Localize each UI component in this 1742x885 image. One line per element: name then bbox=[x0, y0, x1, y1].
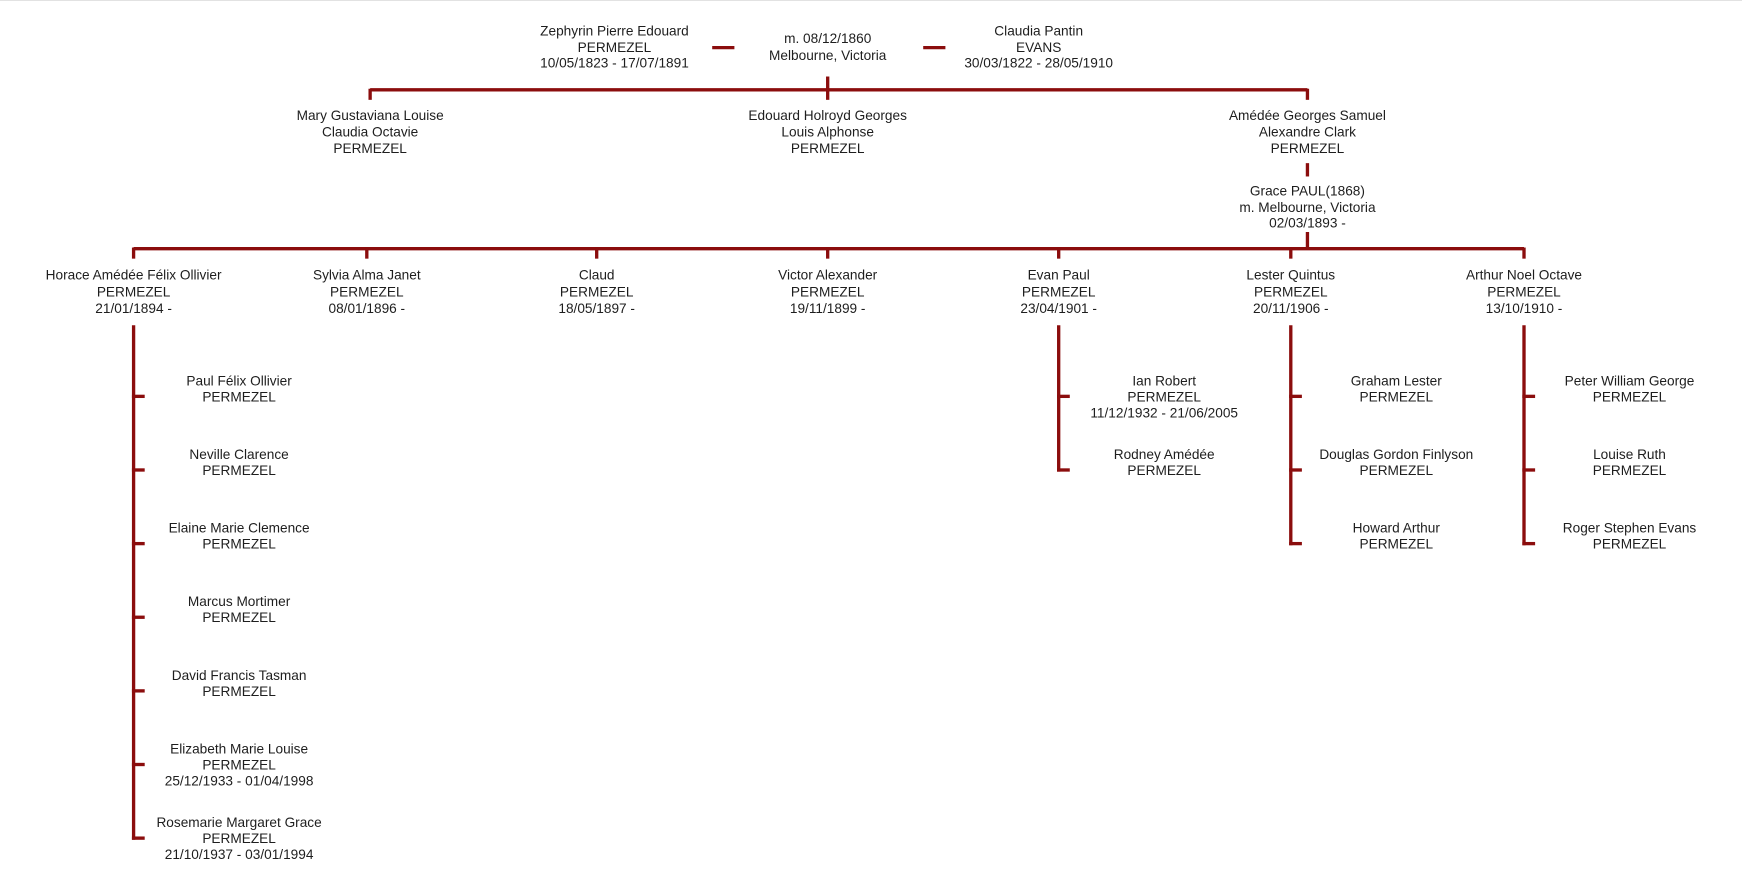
grandchild-name[interactable]: Sylvia Alma Janet bbox=[313, 268, 421, 283]
grandchild-surname: PERMEZEL bbox=[1487, 284, 1561, 299]
great-grandchild-name[interactable]: Paul Félix Ollivier bbox=[186, 373, 292, 388]
wife-surname: EVANS bbox=[1016, 40, 1061, 55]
husband-dates: 10/05/1823 - 17/07/1891 bbox=[540, 56, 689, 71]
grandchild-surname: PERMEZEL bbox=[1022, 284, 1096, 299]
husband-surname: PERMEZEL bbox=[578, 40, 652, 55]
child-name[interactable]: Mary Gustaviana Louise bbox=[297, 108, 444, 123]
grandchild-surname: PERMEZEL bbox=[97, 284, 171, 299]
great-grandchild-surname: PERMEZEL bbox=[202, 684, 276, 699]
child-name: Claudia Octavie bbox=[322, 124, 418, 139]
grandchild-surname: PERMEZEL bbox=[1254, 284, 1328, 299]
spouse-marriage-date: 02/03/1893 - bbox=[1269, 216, 1346, 231]
great-grandchild-surname: PERMEZEL bbox=[1360, 537, 1434, 552]
child-name: Alexandre Clark bbox=[1259, 124, 1356, 139]
great-grandchild-name[interactable]: Louise Ruth bbox=[1593, 447, 1666, 462]
grandchild-name[interactable]: Horace Amédée Félix Ollivier bbox=[46, 268, 222, 283]
grandchild-dates: 18/05/1897 - bbox=[558, 301, 635, 316]
great-grandchild-name[interactable]: Graham Lester bbox=[1351, 373, 1442, 388]
great-grandchild-name[interactable]: Rodney Amédée bbox=[1114, 447, 1215, 462]
great-grandchild-name[interactable]: Elizabeth Marie Louise bbox=[170, 741, 308, 756]
child-surname: PERMEZEL bbox=[333, 141, 407, 156]
child-name[interactable]: Edouard Holroyd Georges bbox=[748, 108, 907, 123]
children: Mary Gustaviana Louise Claudia Octavie P… bbox=[297, 108, 1386, 156]
great-grandchild-name[interactable]: Peter William George bbox=[1565, 373, 1695, 388]
grandchild-dates: 23/04/1901 - bbox=[1020, 301, 1097, 316]
great-grandchild-name[interactable]: Neville Clarence bbox=[189, 447, 288, 462]
great-grandchild-name[interactable]: David Francis Tasman bbox=[172, 668, 307, 683]
great-grandchild-surname: PERMEZEL bbox=[1593, 389, 1667, 404]
great-grandchild-surname: PERMEZEL bbox=[1593, 537, 1667, 552]
great-grandchild-name[interactable]: Rosemarie Margaret Grace bbox=[156, 815, 321, 830]
great-grandchild-surname: PERMEZEL bbox=[1593, 463, 1667, 478]
great-grandchild-name[interactable]: Elaine Marie Clemence bbox=[169, 521, 310, 536]
great-grandchild-name[interactable]: Ian Robert bbox=[1132, 373, 1196, 388]
grandchild-name[interactable]: Arthur Noel Octave bbox=[1466, 268, 1582, 283]
marriage-place: Melbourne, Victoria bbox=[769, 48, 887, 63]
grandchild-dates: 20/11/1906 - bbox=[1253, 301, 1329, 316]
great-grandchild-name[interactable]: Roger Stephen Evans bbox=[1563, 521, 1697, 536]
wife-name[interactable]: Claudia Pantin bbox=[994, 23, 1083, 38]
child-surname: PERMEZEL bbox=[1271, 141, 1345, 156]
grandchildren: Horace Amédée Félix OllivierPERMEZEL21/0… bbox=[46, 247, 1697, 862]
grandchild-surname: PERMEZEL bbox=[560, 284, 634, 299]
great-grandchild-surname: PERMEZEL bbox=[1360, 463, 1434, 478]
grandchild-name[interactable]: Claud bbox=[579, 268, 615, 283]
great-grandchild-surname: PERMEZEL bbox=[202, 463, 276, 478]
grandchild-dates: 08/01/1896 - bbox=[329, 301, 406, 316]
great-grandchild-surname: PERMEZEL bbox=[1127, 389, 1201, 404]
grandchild-name[interactable]: Lester Quintus bbox=[1246, 268, 1335, 283]
great-grandchild-surname: PERMEZEL bbox=[202, 610, 276, 625]
child-name[interactable]: Amédée Georges Samuel bbox=[1229, 108, 1386, 123]
great-grandchild-surname: PERMEZEL bbox=[202, 537, 276, 552]
great-grandchild-dates: 21/10/1937 - 03/01/1994 bbox=[165, 847, 314, 862]
root-couple: Zephyrin Pierre Edouard PERMEZEL 10/05/1… bbox=[540, 23, 1113, 70]
grandchild-surname: PERMEZEL bbox=[330, 284, 404, 299]
spouse-marriage-place: m. Melbourne, Victoria bbox=[1239, 200, 1376, 215]
great-grandchild-name[interactable]: Douglas Gordon Finlyson bbox=[1319, 447, 1473, 462]
husband-name[interactable]: Zephyrin Pierre Edouard bbox=[540, 23, 689, 38]
great-grandchild-surname: PERMEZEL bbox=[202, 758, 276, 773]
great-grandchild-surname: PERMEZEL bbox=[202, 831, 276, 846]
grandchild-name[interactable]: Evan Paul bbox=[1028, 268, 1090, 283]
great-grandchild-surname: PERMEZEL bbox=[1127, 463, 1201, 478]
grandchild-name[interactable]: Victor Alexander bbox=[778, 268, 878, 283]
great-grandchild-name[interactable]: Howard Arthur bbox=[1353, 521, 1441, 536]
grandchild-dates: 21/01/1894 - bbox=[95, 301, 172, 316]
great-grandchild-name[interactable]: Marcus Mortimer bbox=[188, 594, 291, 609]
child-name: Louis Alphonse bbox=[781, 124, 874, 139]
spouse: Grace PAUL(1868) m. Melbourne, Victoria … bbox=[1239, 183, 1376, 230]
grandchild-dates: 13/10/1910 - bbox=[1486, 301, 1563, 316]
great-grandchild-surname: PERMEZEL bbox=[202, 389, 276, 404]
spouse-name[interactable]: Grace PAUL(1868) bbox=[1250, 183, 1365, 198]
grandchild-surname: PERMEZEL bbox=[791, 284, 865, 299]
grandchild-dates: 19/11/1899 - bbox=[790, 301, 866, 316]
wife-dates: 30/03/1822 - 28/05/1910 bbox=[964, 56, 1113, 71]
child-surname: PERMEZEL bbox=[791, 141, 865, 156]
marriage-date: m. 08/12/1860 bbox=[784, 31, 872, 46]
great-grandchild-dates: 25/12/1933 - 01/04/1998 bbox=[165, 774, 314, 789]
great-grandchild-dates: 11/12/1932 - 21/06/2005 bbox=[1090, 405, 1238, 420]
great-grandchild-surname: PERMEZEL bbox=[1360, 389, 1434, 404]
